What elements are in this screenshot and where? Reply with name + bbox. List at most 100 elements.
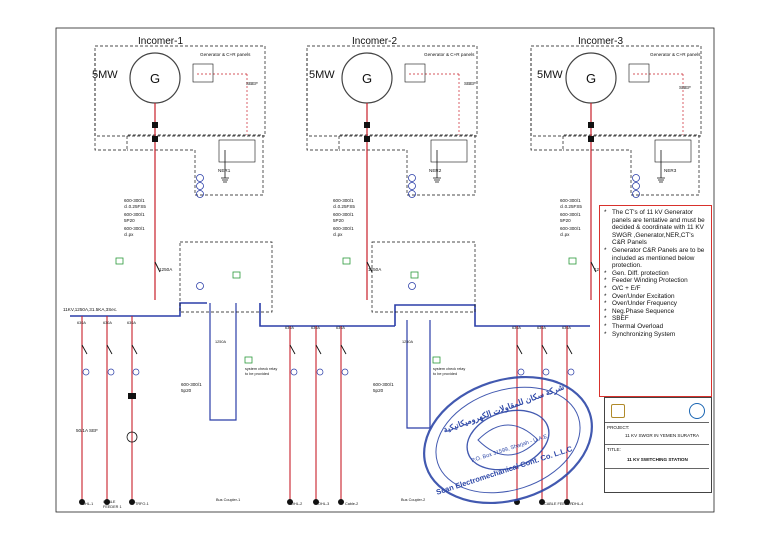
bus-coupler-2-panel bbox=[371, 241, 476, 313]
incomer-1-ct-px: 600-300/1 cl.px bbox=[124, 226, 145, 237]
feeder-terminal bbox=[129, 499, 135, 505]
title-block-header bbox=[605, 398, 709, 423]
note-item: Generator C&R Panels are to be included … bbox=[604, 247, 707, 270]
note-item: Thermal Overload bbox=[604, 323, 707, 331]
sheet-border bbox=[55, 27, 715, 513]
feeder-label-ohl-3: OHL-3 bbox=[318, 502, 330, 506]
feeder-3-rating: 630A bbox=[127, 321, 136, 325]
ner-box bbox=[430, 139, 468, 163]
neutral-breaker bbox=[152, 122, 158, 128]
feeder-2-rating: 630A bbox=[103, 321, 112, 325]
incomer-1-ct-protection: 600-300/1 5P20 bbox=[124, 212, 145, 223]
gen-panel-boundary bbox=[94, 53, 264, 196]
ner-box bbox=[654, 139, 692, 163]
title-label: TITLE: bbox=[607, 447, 621, 452]
gen-enclosure bbox=[530, 45, 702, 137]
feeder-1-rating: 630A bbox=[77, 321, 86, 325]
earth-fault-label: 50/1A SEF bbox=[76, 428, 98, 433]
feeder-ct bbox=[107, 368, 115, 376]
feeder-label-ohl-4: OHL-4 bbox=[572, 502, 584, 506]
note-item: Feeder Winding Protection bbox=[604, 277, 707, 285]
incomer-3-panel-label: Generator & C+R panels bbox=[650, 52, 701, 57]
feeder-breaker bbox=[315, 344, 322, 355]
project-label: PROJECT: bbox=[607, 425, 630, 430]
incomer-2-ner: NER2 bbox=[429, 168, 442, 173]
bus-coupler-2-label: Bus Coupler-2 bbox=[401, 498, 426, 502]
utility-logo bbox=[689, 403, 705, 419]
feeder-9-rating: 630A bbox=[562, 326, 571, 330]
feeder-terminal bbox=[79, 499, 85, 505]
bus-coupler-2-loop bbox=[406, 320, 431, 429]
gen-enclosure bbox=[306, 45, 478, 137]
gen-panel-boundary bbox=[306, 53, 476, 196]
incomer-1-panel-label: Generator & C+R panels bbox=[200, 52, 251, 57]
incomer-1-breaker-rating: 1250A bbox=[159, 267, 173, 272]
feeder-8-rating: 630A bbox=[537, 326, 546, 330]
feeder-breaker bbox=[566, 344, 573, 355]
feeder-5 bbox=[313, 326, 324, 505]
feeder-9 bbox=[564, 326, 575, 505]
feeder-breaker bbox=[81, 344, 88, 355]
ct-circle bbox=[632, 182, 640, 190]
ct-circle bbox=[632, 174, 640, 182]
feeder-ct bbox=[517, 368, 525, 376]
incomer-bay-2: G bbox=[306, 45, 478, 300]
incomer-breaker-switch bbox=[590, 261, 597, 273]
ct-circle bbox=[408, 182, 416, 190]
feeder-terminal bbox=[539, 499, 545, 505]
neutral-breaker bbox=[364, 122, 370, 128]
incomer-breaker-switch bbox=[366, 261, 373, 273]
ct-circle bbox=[196, 182, 204, 190]
incomer-breaker-switch bbox=[154, 261, 161, 273]
feeder-3 bbox=[129, 316, 140, 505]
note-item: The CT's of 11 kV Generator panels are t… bbox=[604, 209, 707, 247]
note-item: Over/Under Excitation bbox=[604, 293, 707, 301]
coupler-1-note: system check relay to be provided bbox=[245, 367, 278, 376]
incomer-3-ner: NER3 bbox=[664, 168, 677, 173]
ct-circle bbox=[632, 190, 640, 198]
coupler-2-breaker-rating: 1250A bbox=[402, 340, 413, 344]
feeder-ct bbox=[567, 368, 575, 376]
ct-circle bbox=[408, 190, 416, 198]
generator-symbol: G bbox=[150, 71, 160, 86]
relay-panel bbox=[192, 63, 214, 83]
incomer-2-panel-label: Generator & C+R panels bbox=[424, 52, 475, 57]
feeder-terminal bbox=[338, 499, 344, 505]
relay-box-6 bbox=[244, 356, 253, 364]
relay-box-2 bbox=[232, 271, 241, 279]
coupler-2-note: system check relay to be provided bbox=[433, 367, 466, 376]
incomer-1-sbef: SBEF bbox=[246, 81, 258, 86]
authority-logo bbox=[611, 404, 625, 418]
bus-coupler-1-panel bbox=[179, 241, 273, 313]
incomer-2-ct-metering: 600-300/1 cl.0.25FS5 bbox=[333, 198, 355, 209]
vt-circle bbox=[408, 282, 416, 290]
gen-breaker bbox=[588, 136, 594, 142]
incomer-2-sbef: SBEF bbox=[464, 81, 476, 86]
earth-symbol bbox=[433, 177, 441, 183]
relay-box-5 bbox=[568, 257, 577, 265]
incomer-bay-3: G bbox=[530, 45, 702, 300]
feeder-label-ohl-1: OHL-1 bbox=[82, 502, 94, 506]
incomer-1-capacity: 5MW bbox=[92, 69, 118, 81]
project-name: 11 KV SWGR IN YEMEN SURATRA bbox=[625, 433, 700, 438]
incomer-3-ct-px: 600-300/1 cl.px bbox=[560, 226, 581, 237]
relay-box-4 bbox=[410, 271, 419, 279]
feeder-label-ohl-2: OHL-2 bbox=[291, 502, 303, 506]
feeder-label-trfo-1: TRFO-1 bbox=[135, 502, 149, 506]
coupler-2-ct: 600-300/1 5p20 bbox=[373, 382, 394, 393]
feeder-label-cable-feeder: CABLE FEEDER bbox=[544, 502, 573, 506]
feeder-breaker bbox=[106, 344, 113, 355]
feeder-terminal bbox=[564, 499, 570, 505]
incomer-1-title: Incomer-1 bbox=[138, 36, 184, 47]
ammeter-symbol bbox=[126, 431, 138, 443]
gen-enclosure bbox=[94, 45, 266, 137]
feeder-terminal bbox=[313, 499, 319, 505]
feeder-breaker bbox=[541, 344, 548, 355]
vt-circle bbox=[196, 282, 204, 290]
coupler-1-breaker-rating: 1250A bbox=[215, 340, 226, 344]
gen-breaker bbox=[152, 136, 158, 142]
feeder-ct bbox=[82, 368, 90, 376]
feeder-6-rating: 630A bbox=[336, 326, 345, 330]
